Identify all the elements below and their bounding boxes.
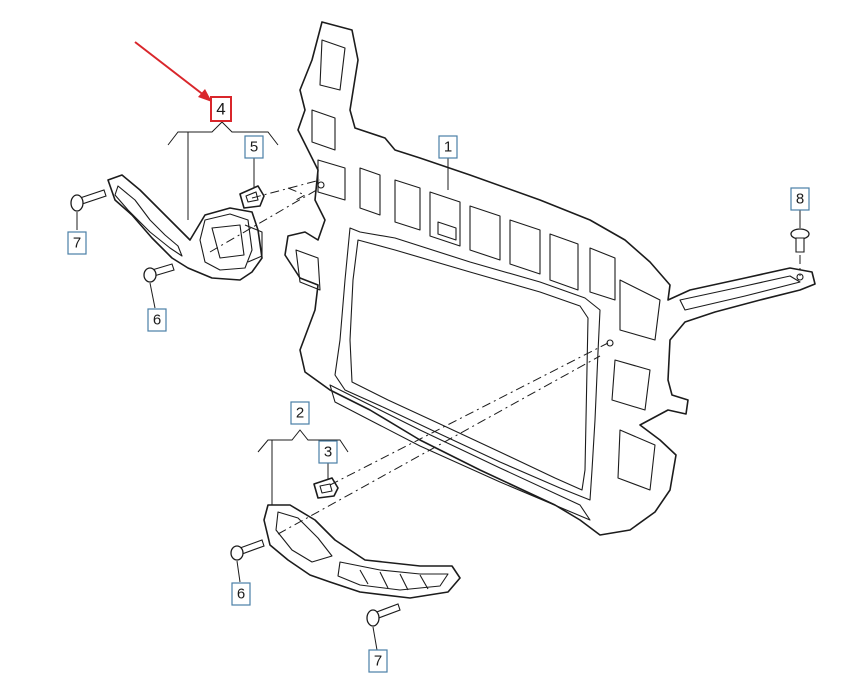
callout-5-label: 5 xyxy=(250,139,258,156)
callout-4-label: 4 xyxy=(216,100,225,119)
lock-carrier-front-panel xyxy=(284,21,816,536)
callout-6-lower-label: 6 xyxy=(237,586,245,603)
screw-7-lower xyxy=(366,603,401,627)
callout-6-upper[interactable]: 6 xyxy=(147,308,167,332)
callout-8[interactable]: 8 xyxy=(790,187,810,211)
callout-7-lower[interactable]: 7 xyxy=(368,649,388,673)
callout-7-upper-label: 7 xyxy=(73,235,81,252)
callout-4[interactable]: 4 xyxy=(210,96,232,122)
callout-5[interactable]: 5 xyxy=(244,135,264,159)
highlight-arrow xyxy=(134,41,212,102)
callout-2-label: 2 xyxy=(296,405,304,422)
callout-7-upper[interactable]: 7 xyxy=(67,231,87,255)
callout-3-label: 3 xyxy=(324,444,332,461)
leader-lines xyxy=(76,158,801,651)
callout-6-upper-label: 6 xyxy=(153,312,161,329)
callout-2[interactable]: 2 xyxy=(290,401,310,425)
lower-mounting-bracket xyxy=(263,504,461,599)
screw-7-upper xyxy=(70,189,107,212)
callout-6-lower[interactable]: 6 xyxy=(231,582,251,606)
clip-nut-lower xyxy=(313,477,339,499)
clip-nut-upper xyxy=(239,185,265,209)
upper-mounting-bracket xyxy=(107,174,263,281)
assembly-lines xyxy=(209,179,801,535)
callout-7-lower-label: 7 xyxy=(374,653,382,670)
screw-6-lower xyxy=(230,539,265,561)
screw-8 xyxy=(790,228,810,253)
callout-1-label: 1 xyxy=(444,139,452,156)
callout-8-label: 8 xyxy=(796,191,804,208)
group-bracket-2 xyxy=(257,429,349,505)
callout-3[interactable]: 3 xyxy=(318,440,338,464)
callout-1[interactable]: 1 xyxy=(438,135,458,159)
screw-6-upper xyxy=(143,263,175,283)
